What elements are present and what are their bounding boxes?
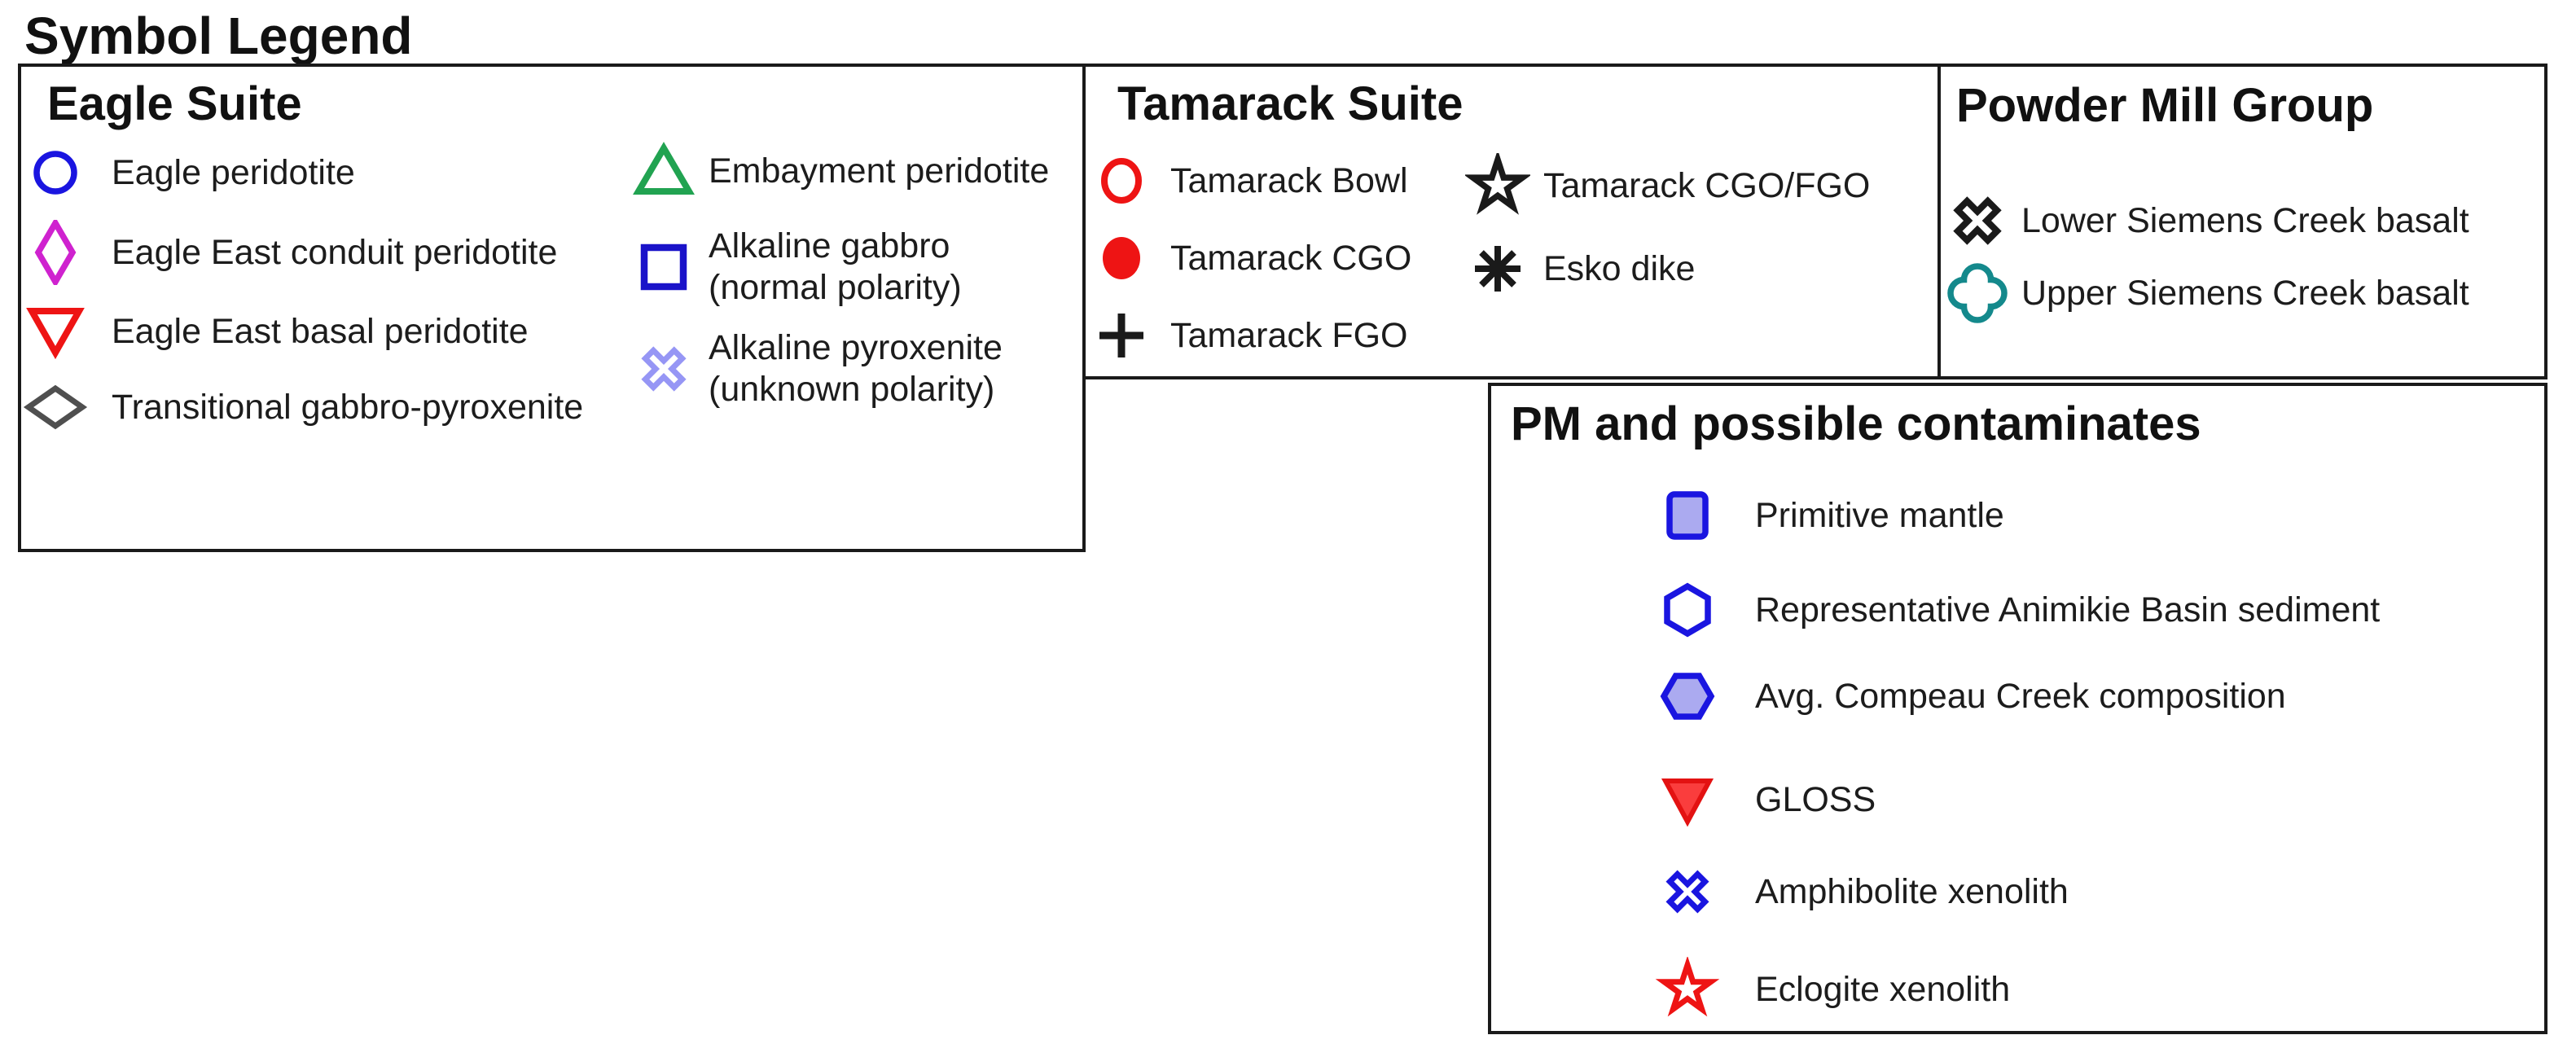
open-hexagon-icon xyxy=(1664,582,1711,638)
label-line-1: Alkaline pyroxenite xyxy=(709,328,1003,367)
open-triangle-up-icon xyxy=(633,142,695,195)
open-square-icon xyxy=(640,243,687,291)
legend-item-label: Avg. Compeau Creek composition xyxy=(1755,676,2286,716)
open-clover-icon xyxy=(1947,263,2008,323)
legend-item-eagle-east-basal-peridotite: Eagle East basal peridotite xyxy=(23,299,529,364)
legend-item-label: Esko dike xyxy=(1543,248,1696,288)
legend-item-label: Eagle peridotite xyxy=(112,152,355,192)
legend-item-amphibolite-xenolith: Amphibolite xenolith xyxy=(1655,859,2069,924)
legend-item-label: Tamarack Bowl xyxy=(1170,160,1408,200)
powder-mill-group-panel xyxy=(1941,64,2547,379)
filled-triangle-down-icon xyxy=(1661,778,1714,827)
powder-mill-group-title: Powder Mill Group xyxy=(1956,79,2374,132)
legend-item-lower-siemens-creek-basalt: Lower Siemens Creek basalt xyxy=(1945,188,2469,253)
legend-item-label: Alkaline gabbro(normal polarity) xyxy=(709,226,962,309)
open-diamond-wide-icon xyxy=(23,384,88,430)
open-x-icon xyxy=(1953,196,2002,245)
open-circle-icon xyxy=(33,151,77,195)
open-star-icon xyxy=(1655,957,1720,1017)
legend-item-eagle-east-conduit-peridotite: Eagle East conduit peridotite xyxy=(23,220,557,285)
pm-contaminates-title: PM and possible contaminates xyxy=(1511,397,2201,450)
tamarack-suite-panel xyxy=(1086,64,1941,379)
open-x-icon xyxy=(641,346,687,392)
open-diamond-tall-icon xyxy=(34,220,77,285)
legend-item-label: Tamarack CGO/FGO xyxy=(1543,165,1871,205)
label-line-2: (unknown polarity) xyxy=(709,370,995,409)
legend-item-label: Eagle East basal peridotite xyxy=(112,311,529,351)
legend-item-primitive-mantle: Primitive mantle xyxy=(1655,483,2004,548)
legend-item-esko-dike: Esko dike xyxy=(1465,236,1695,301)
open-star-icon xyxy=(1465,153,1530,215)
legend-item-embayment-peridotite: Embayment peridotite xyxy=(631,138,1049,204)
legend-item-tamarack-fgo: Tamarack FGO xyxy=(1089,303,1408,368)
legend-item-upper-siemens-creek-basalt: Upper Siemens Creek basalt xyxy=(1945,261,2469,326)
filled-circle-icon xyxy=(1103,237,1140,279)
label-line-1: Alkaline gabbro xyxy=(709,226,950,265)
filled-hexagon-icon xyxy=(1660,673,1715,720)
legend-item-alkaline-gabbro: Alkaline gabbro(normal polarity) xyxy=(631,226,962,309)
legend-item-eagle-peridotite: Eagle peridotite xyxy=(23,140,355,205)
eagle-suite-title: Eagle Suite xyxy=(47,77,302,130)
asterisk-icon xyxy=(1475,246,1521,292)
plus-icon xyxy=(1099,314,1143,357)
open-triangle-down-icon xyxy=(26,308,85,360)
legend-item-alkaline-pyroxenite: Alkaline pyroxenite(unknown polarity) xyxy=(631,327,1003,410)
legend-item-tamarack-cgo: Tamarack CGO xyxy=(1089,226,1411,291)
legend-item-label: Lower Siemens Creek basalt xyxy=(2021,200,2469,240)
legend-item-label: Tamarack CGO xyxy=(1170,238,1412,278)
filled-square-icon xyxy=(1666,491,1709,540)
legend-item-label: Amphibolite xenolith xyxy=(1755,871,2069,911)
legend-item-label: Transitional gabbro-pyroxenite xyxy=(112,387,584,427)
legend-item-gloss: GLOSS xyxy=(1655,767,1876,832)
legend-item-label: Representative Animikie Basin sediment xyxy=(1755,590,2381,629)
eagle-suite-panel xyxy=(18,64,1086,552)
open-circle-icon xyxy=(1101,158,1142,204)
legend-item-representative-animikie-basin-sediment: Representative Animikie Basin sediment xyxy=(1655,577,2380,643)
legend-item-tamarack-bowl: Tamarack Bowl xyxy=(1089,148,1408,213)
legend-item-label: Upper Siemens Creek basalt xyxy=(2021,273,2469,313)
open-x-icon xyxy=(1665,870,1709,914)
pm-contaminates-panel xyxy=(1488,383,2547,1034)
legend-item-label: Primitive mantle xyxy=(1755,495,2004,535)
legend-item-label: Tamarack FGO xyxy=(1170,315,1408,355)
legend-item-avg-compeau-creek-composition: Avg. Compeau Creek composition xyxy=(1655,664,2286,729)
legend-item-label: Eclogite xenolith xyxy=(1755,969,2011,1009)
legend-item-label: Alkaline pyroxenite(unknown polarity) xyxy=(709,327,1003,410)
tamarack-suite-title: Tamarack Suite xyxy=(1117,77,1464,130)
legend-item-label: Eagle East conduit peridotite xyxy=(112,232,558,272)
legend-item-label: Embayment peridotite xyxy=(709,151,1050,191)
label-line-2: (normal polarity) xyxy=(709,268,962,307)
legend-item-label: GLOSS xyxy=(1755,779,1876,819)
page-title: Symbol Legend xyxy=(24,7,413,65)
legend-item-eclogite-xenolith: Eclogite xenolith xyxy=(1655,957,2010,1022)
legend-item-transitional-gabbro-pyroxenite: Transitional gabbro-pyroxenite xyxy=(23,375,583,440)
legend-item-tamarack-cgo-fgo: Tamarack CGO/FGO xyxy=(1465,153,1870,218)
